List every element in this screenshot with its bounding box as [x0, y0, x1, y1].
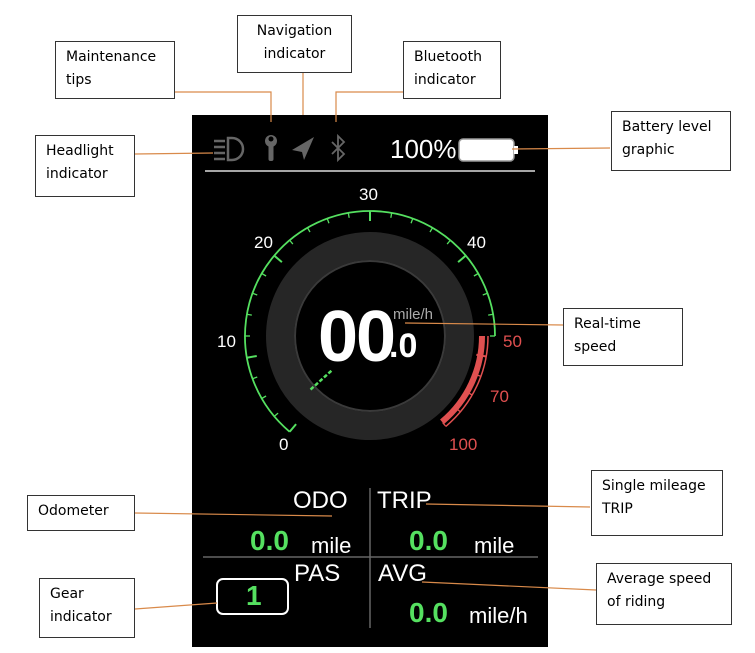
- gauge-scale-red: [445, 335, 489, 427]
- gauge-track: [266, 232, 474, 440]
- gauge-tick: [347, 212, 350, 218]
- callout-maintenance: Maintenance tips: [55, 41, 175, 99]
- avg-label: AVG: [378, 560, 427, 587]
- gauge-tick: [246, 354, 257, 359]
- avg-value: 0.0: [409, 597, 448, 628]
- gauge-tick: [456, 408, 461, 413]
- callout-realtime-speed: Real-time speed: [563, 308, 683, 366]
- gauge-tick: [252, 292, 258, 296]
- gauge-tick: [457, 254, 467, 263]
- gauge-label-20: 20: [254, 233, 273, 252]
- gauge-tick: [488, 313, 494, 316]
- callout-bluetooth: Bluetooth indicator: [403, 41, 501, 99]
- gauge-tick: [410, 218, 414, 224]
- gauge-tick: [273, 412, 279, 417]
- gauge-tick: [326, 218, 330, 224]
- callout-navigation: Navigation indicator: [237, 15, 352, 73]
- gauge-tick: [273, 254, 283, 263]
- headlight-icon: [214, 136, 245, 162]
- trip-value: 0.0: [409, 525, 448, 556]
- gauge-label-0: 0: [279, 435, 289, 454]
- gauge-tick: [289, 239, 294, 245]
- callout-battery: Battery level graphic: [611, 111, 731, 171]
- trip-unit: mile: [474, 533, 515, 558]
- gauge-scale-green: [244, 210, 496, 433]
- gear-box: [216, 578, 289, 615]
- gauge-tick: [467, 391, 473, 396]
- gauge-tick: [252, 376, 258, 380]
- trip-label: TRIP: [377, 487, 432, 514]
- gauge-label-40: 40: [467, 233, 486, 252]
- gauge-tick: [306, 227, 311, 233]
- gauge-tick: [246, 313, 252, 316]
- gauge-tick: [476, 353, 487, 358]
- gauge-tick: [288, 423, 297, 433]
- navigation-icon: [292, 137, 314, 160]
- gear-value: 1: [246, 580, 262, 611]
- callout-gear: Gear indicator: [39, 578, 135, 638]
- gauge-center: [294, 260, 446, 412]
- speed-integer: 00: [318, 297, 396, 377]
- gauge-tick: [261, 272, 267, 277]
- gauge-label-50: 50: [503, 332, 522, 351]
- gauge-tick: [442, 422, 447, 427]
- avg-unit: mile/h: [469, 603, 528, 628]
- callout-average-speed: Average speed of riding: [596, 563, 732, 625]
- gauge-band-red: [440, 335, 485, 425]
- gauge-tick: [429, 227, 434, 233]
- gauge-label-70: 70: [490, 387, 509, 406]
- speed-gauge: [244, 210, 496, 440]
- speed-decimal: .0: [389, 327, 418, 365]
- odo-label: ODO: [293, 487, 348, 514]
- gauge-tick: [390, 212, 393, 218]
- callout-headlight: Headlight indicator: [35, 135, 135, 197]
- gauge-label-100: 100: [449, 435, 478, 454]
- gauge-needle: [308, 369, 333, 392]
- speed-unit: mile/h: [393, 306, 434, 323]
- gauge-label-10: 10: [217, 332, 236, 351]
- gauge-tick: [473, 272, 479, 277]
- gauge-tick: [482, 292, 488, 296]
- callout-odometer: Odometer: [27, 495, 135, 531]
- pas-label: PAS: [294, 560, 341, 587]
- bluetooth-icon: [331, 133, 346, 163]
- odo-value: 0.0: [250, 525, 289, 556]
- battery-icon: [458, 138, 518, 162]
- battery-percent: 100%: [390, 134, 457, 164]
- gauge-tick: [261, 395, 267, 400]
- gauge-tick: [446, 239, 451, 245]
- odo-unit: mile: [311, 533, 352, 558]
- callout-single-mileage: Single mileage TRIP: [591, 470, 723, 536]
- gauge-tick: [475, 374, 482, 377]
- gauge-label-30: 30: [359, 185, 378, 204]
